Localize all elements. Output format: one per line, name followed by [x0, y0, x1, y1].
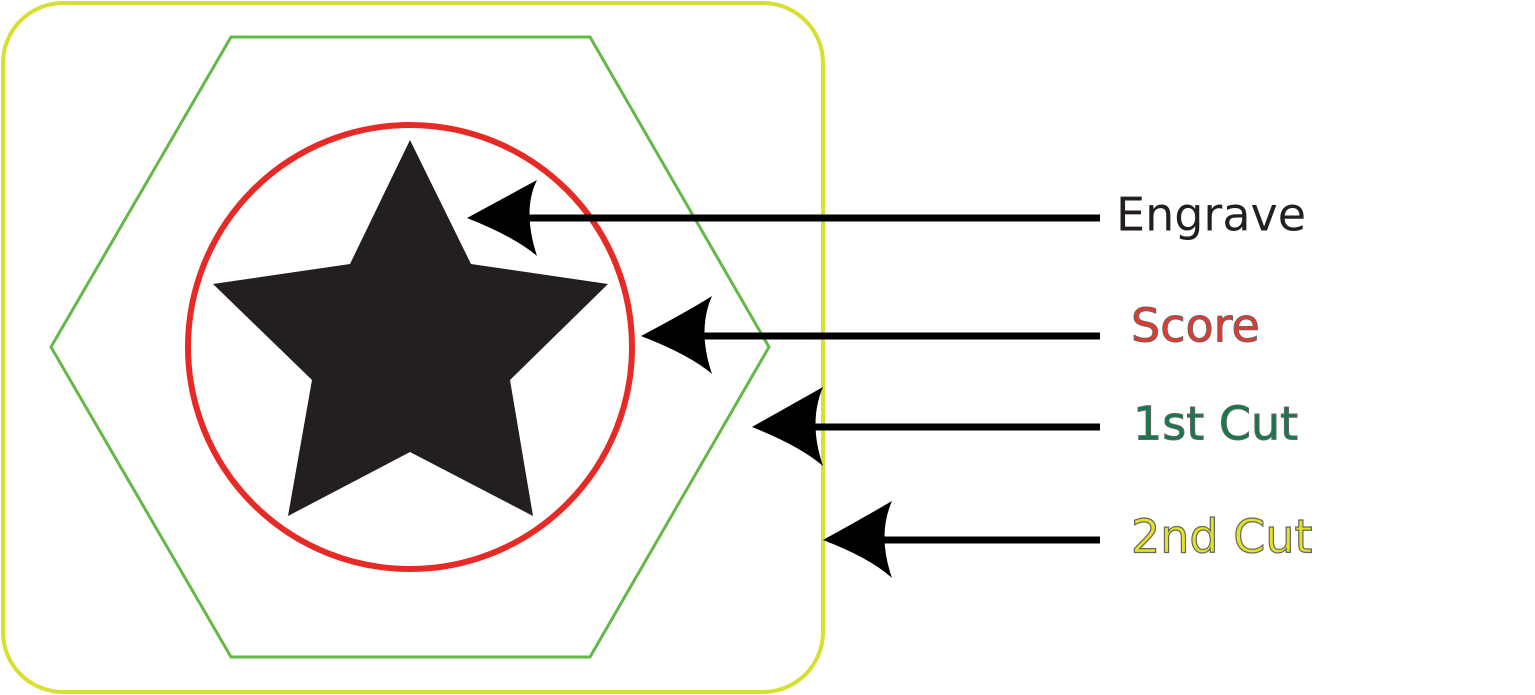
second-cut-outline [1, 1, 825, 694]
arrow-second-cut [823, 501, 1100, 578]
engrave-label: Engrave [1116, 188, 1306, 242]
arrow-first-cut [752, 387, 1100, 466]
second-cut-label: 2nd Cut [1131, 510, 1313, 564]
arrow-engrave [467, 180, 1100, 256]
score-label: Score [1131, 299, 1260, 353]
score-circle [185, 122, 635, 572]
engrave-star [213, 140, 608, 516]
first-cut-hexagon [49, 35, 771, 659]
arrow-score [641, 296, 1100, 374]
first-cut-label: 1st Cut [1133, 397, 1298, 451]
